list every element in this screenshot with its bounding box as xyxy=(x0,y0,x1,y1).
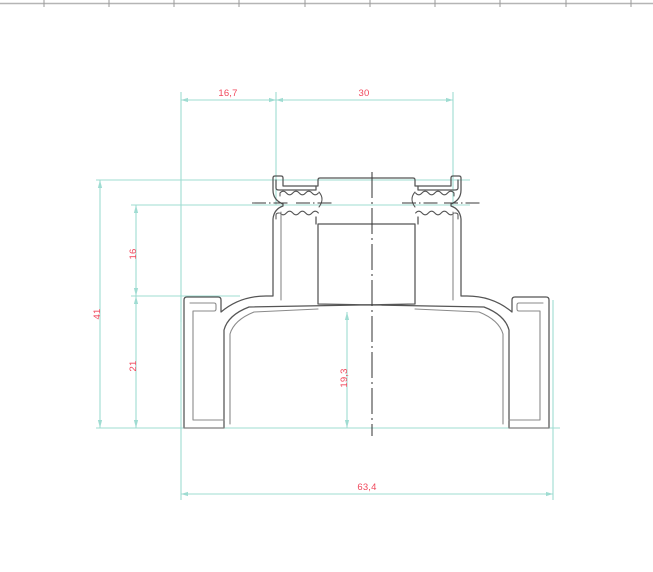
dimension-label-41: 41 xyxy=(92,309,103,320)
profile-outer-contour xyxy=(183,175,550,429)
dimension-label-63-4: 63,4 xyxy=(357,482,376,493)
profile-outline xyxy=(183,175,550,429)
dimension-label-16: 16 xyxy=(128,249,139,260)
left-screw-channel xyxy=(252,179,332,225)
ruler-strip xyxy=(0,0,653,7)
dimension-label-30: 30 xyxy=(359,88,370,99)
right-screw-channel xyxy=(402,179,482,225)
profile-inner-contour xyxy=(183,211,550,429)
dimension-labels: 16,7 30 41 16 21 19,3 63,4 xyxy=(92,88,376,493)
dimension-label-16-7: 16,7 xyxy=(218,88,237,99)
dimension-label-21: 21 xyxy=(128,361,139,372)
dimension-label-19-3: 19,3 xyxy=(339,368,350,387)
